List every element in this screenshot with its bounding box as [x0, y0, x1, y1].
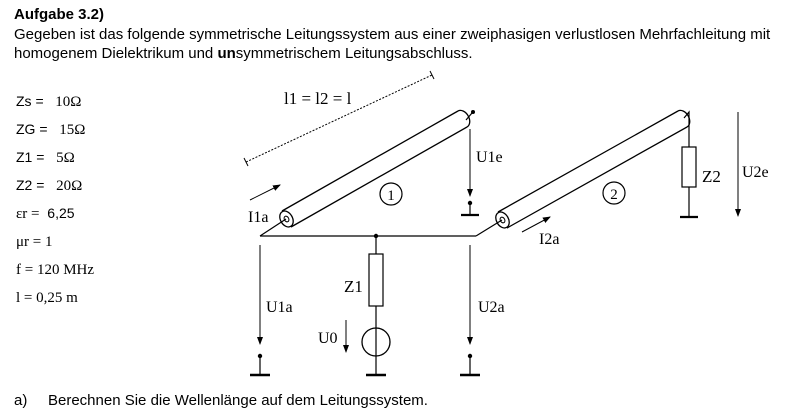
line-2-number: 2 — [610, 187, 618, 203]
given-epsilon: εr = 6,25 — [16, 205, 75, 222]
given-z2: Z2 = 20Ω — [16, 177, 83, 194]
intro-text-bold: un — [217, 45, 236, 62]
line-1-number: 1 — [387, 188, 395, 204]
i1a-arrow — [249, 184, 281, 201]
length-dimension — [243, 70, 435, 167]
z1-label: Z1 — [344, 277, 363, 296]
line-2-termination — [680, 110, 698, 219]
u1a-label: U1a — [266, 299, 293, 316]
question-label: a) — [14, 392, 28, 409]
u2e-label: U2e — [742, 164, 769, 181]
given-mu: μr = 1 — [16, 234, 53, 250]
task-title: Aufgabe 3.2) — [14, 6, 105, 23]
i1a-label: I1a — [248, 209, 268, 226]
length-label: l1 = l2 = l — [284, 89, 352, 108]
impedance-z1 — [368, 253, 384, 307]
i2a-label: I2a — [539, 231, 559, 248]
transmission-line-1 — [279, 109, 475, 228]
impedance-z2 — [681, 146, 697, 188]
given-zg: ZG = 15Ω — [16, 121, 86, 138]
given-frequency: f = 120 MHz — [16, 262, 95, 278]
given-z1: Z1 = 5Ω — [16, 149, 75, 166]
u0-label: U0 — [318, 330, 338, 347]
ground-u1a — [250, 353, 270, 377]
intro-text-1: Gegeben ist das folgende symmetrische Le… — [14, 26, 771, 62]
question-a: a) Berechnen Sie die Wellenlänge auf dem … — [14, 392, 428, 409]
ground-line-1-end — [461, 200, 479, 217]
transmission-line-2 — [495, 109, 691, 229]
given-length: l = 0,25 m — [16, 290, 78, 306]
line-2-marker — [602, 181, 626, 205]
u1e-label: U1e — [476, 149, 503, 166]
task-intro: Gegeben ist das folgende symmetrische Le… — [14, 25, 784, 63]
intro-text-2: symmetrischem Leitungsabschluss. — [235, 45, 473, 62]
line-1-marker — [379, 182, 403, 206]
given-zs: Zs = 10Ω — [16, 93, 82, 110]
i2a-arrow — [521, 216, 551, 233]
input-wiring — [259, 218, 503, 377]
ground-u2a — [460, 353, 480, 377]
question-text: Berechnen Sie die Wellenlänge auf dem Le… — [48, 392, 428, 409]
z2-label: Z2 — [702, 167, 721, 186]
u2a-label: U2a — [478, 299, 505, 316]
